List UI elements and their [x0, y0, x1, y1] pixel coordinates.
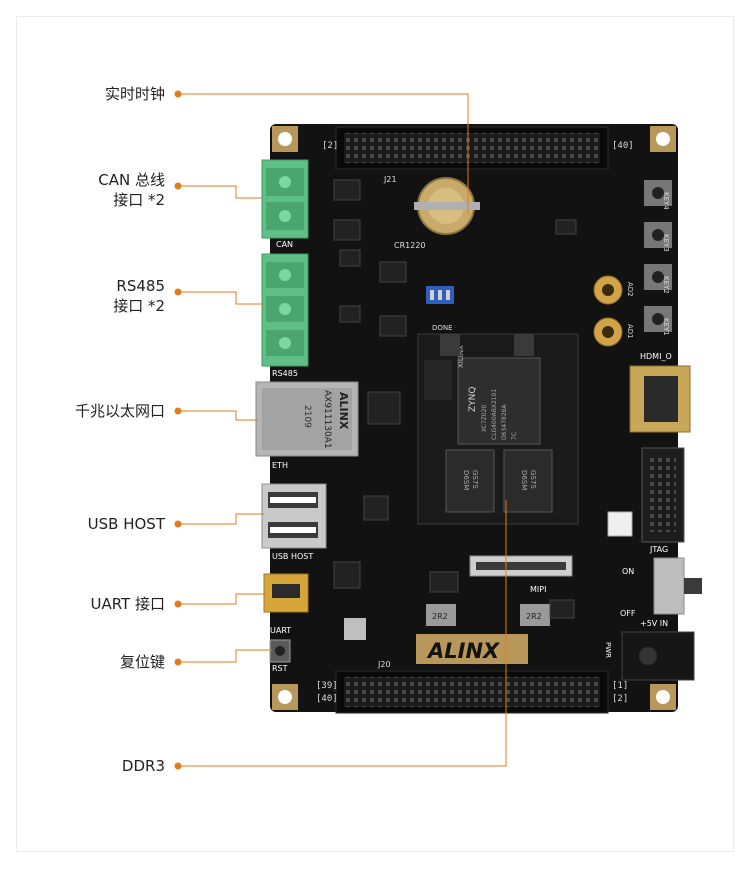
soc-line-3: 7C — [511, 432, 518, 440]
leader-usb — [178, 513, 264, 525]
pin-label-1: [1] — [612, 681, 628, 691]
top-header-pins — [344, 133, 600, 163]
ddr-line-2a: GS7S — [529, 470, 537, 489]
alinx-logo-plate — [416, 634, 528, 664]
leader-uart — [178, 593, 266, 605]
label-eth: 千兆以太网口 — [74, 402, 165, 420]
qr-code — [344, 618, 366, 640]
power-switch — [653, 557, 685, 615]
silk-mipi: MIPI — [530, 585, 546, 594]
silk-usb-host: USB HOST — [272, 552, 313, 561]
leader-rs485 — [178, 291, 264, 305]
ddr-line-1b: D6SM — [462, 470, 470, 490]
silk-power: +5V IN — [640, 619, 668, 628]
silk-jtag: JTAG — [649, 545, 668, 554]
leader-eth — [178, 410, 258, 421]
inductor-1-label: 2R2 — [432, 612, 448, 621]
label-rst: 复位键 — [119, 653, 165, 671]
zynq-chip — [457, 357, 541, 445]
eth-chip-code: 2109 — [302, 405, 312, 428]
fan-connector — [607, 511, 633, 537]
leader-rtc — [178, 93, 469, 214]
label-can: CAN 总线接口 *2 — [98, 171, 165, 209]
silk-key4: KEY4 — [662, 192, 670, 210]
silk-ad2: AD2 — [626, 282, 634, 297]
silk-key1: KEY1 — [662, 318, 670, 336]
power-jack — [621, 631, 695, 681]
pin-label-2: [2] — [322, 141, 338, 151]
silk-uart: UART — [270, 626, 291, 635]
mounting-holes — [272, 126, 676, 710]
dip-switch — [426, 286, 454, 304]
pin-label-2b: [2] — [612, 694, 628, 704]
silk-j20: J20 — [377, 660, 391, 669]
label-uart: UART 接口 — [90, 595, 165, 613]
leader-rst — [178, 649, 272, 663]
silk-rst: RST — [272, 664, 288, 673]
silk-pwr: PWR — [604, 642, 612, 658]
silk-eth: ETH — [272, 461, 288, 470]
soc-line-2: D6347828A — [501, 404, 508, 440]
image-frame — [16, 16, 734, 852]
ddr-line-2b: D6SM — [520, 470, 528, 490]
misc-ics — [333, 179, 577, 619]
silk-can: CAN — [276, 240, 293, 249]
silk-ad1: AD1 — [626, 324, 634, 339]
silk-key2: KEY2 — [662, 276, 670, 294]
silk-off: OFF — [620, 609, 636, 618]
silk-battery: CR1220 — [394, 241, 426, 250]
ddr-line-1a: GS7S — [471, 470, 479, 489]
soc-family: ZYNQ — [468, 387, 478, 412]
silk-j21: J21 — [383, 175, 397, 184]
user-keys — [644, 180, 672, 332]
eth-chip-brand: ALINX — [337, 392, 350, 430]
ddr3-chip-2 — [503, 449, 553, 513]
ddr3-chip-1 — [445, 449, 495, 513]
silk-on: ON — [622, 567, 634, 576]
pin-label-40b: [40] — [316, 694, 338, 704]
silk-rs485: RS485 — [272, 369, 298, 378]
bottom-header-pins — [344, 677, 600, 707]
soc-part: XC7Z020 — [481, 405, 488, 432]
silk-key3: KEY3 — [662, 234, 670, 252]
label-rtc: 实时时钟 — [104, 85, 165, 103]
leader-dots — [174, 90, 182, 770]
leader-can — [178, 185, 262, 199]
pin-label-40: [40] — [612, 141, 634, 151]
leader-lines — [178, 93, 507, 767]
inductor-2-label: 2R2 — [526, 612, 542, 621]
soc-line-1: CLG400ABX2101 — [491, 389, 498, 440]
alinx-logo: ALINX — [426, 639, 501, 663]
leader-ddr3 — [178, 500, 507, 767]
soc-brand: XILINX — [457, 345, 465, 368]
label-usb: USB HOST — [87, 515, 165, 533]
silk-done: DONE — [432, 324, 453, 332]
eth-chip-part: AX911130A1 — [322, 390, 332, 449]
inductor-2 — [520, 604, 550, 626]
label-ddr3: DDR3 — [121, 757, 165, 775]
pin-label-39: [39] — [316, 681, 338, 691]
inductor-1 — [426, 604, 456, 626]
silk-hdmi: HDMI_O — [640, 352, 672, 361]
